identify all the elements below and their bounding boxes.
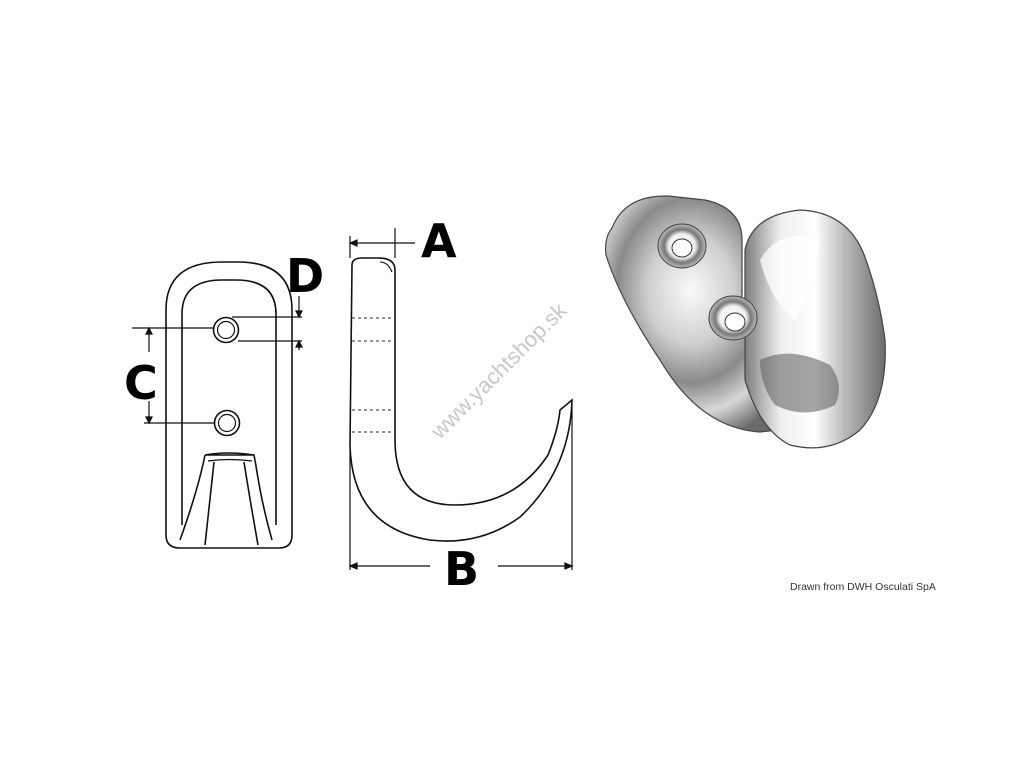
label-d: D [286,249,324,303]
side-hook-outline [349,257,573,542]
front-inner-outline [181,279,277,525]
dimension-d [232,296,303,350]
dimension-b [348,404,574,570]
mounting-hole-bottom [213,409,241,437]
label-a: A [421,214,457,268]
front-view [165,261,293,549]
side-view [349,257,573,542]
drawing-credit: Drawn from DWH Osculati SpA [790,581,936,593]
side-bolt-marks [352,317,394,433]
dimension-a [348,228,415,258]
label-b: B [444,542,479,596]
front-outer-outline [165,261,293,549]
label-c: C [124,356,158,410]
side-inner-curve [379,261,393,273]
mounting-hole-top [212,316,240,344]
photo-hole-top [657,223,707,269]
dimension-c [132,326,214,425]
product-photo [605,195,886,449]
watermark-text: www.yachtshop.sk [425,297,572,444]
front-hook-tip [179,452,273,546]
photo-hole-bottom [708,295,758,341]
